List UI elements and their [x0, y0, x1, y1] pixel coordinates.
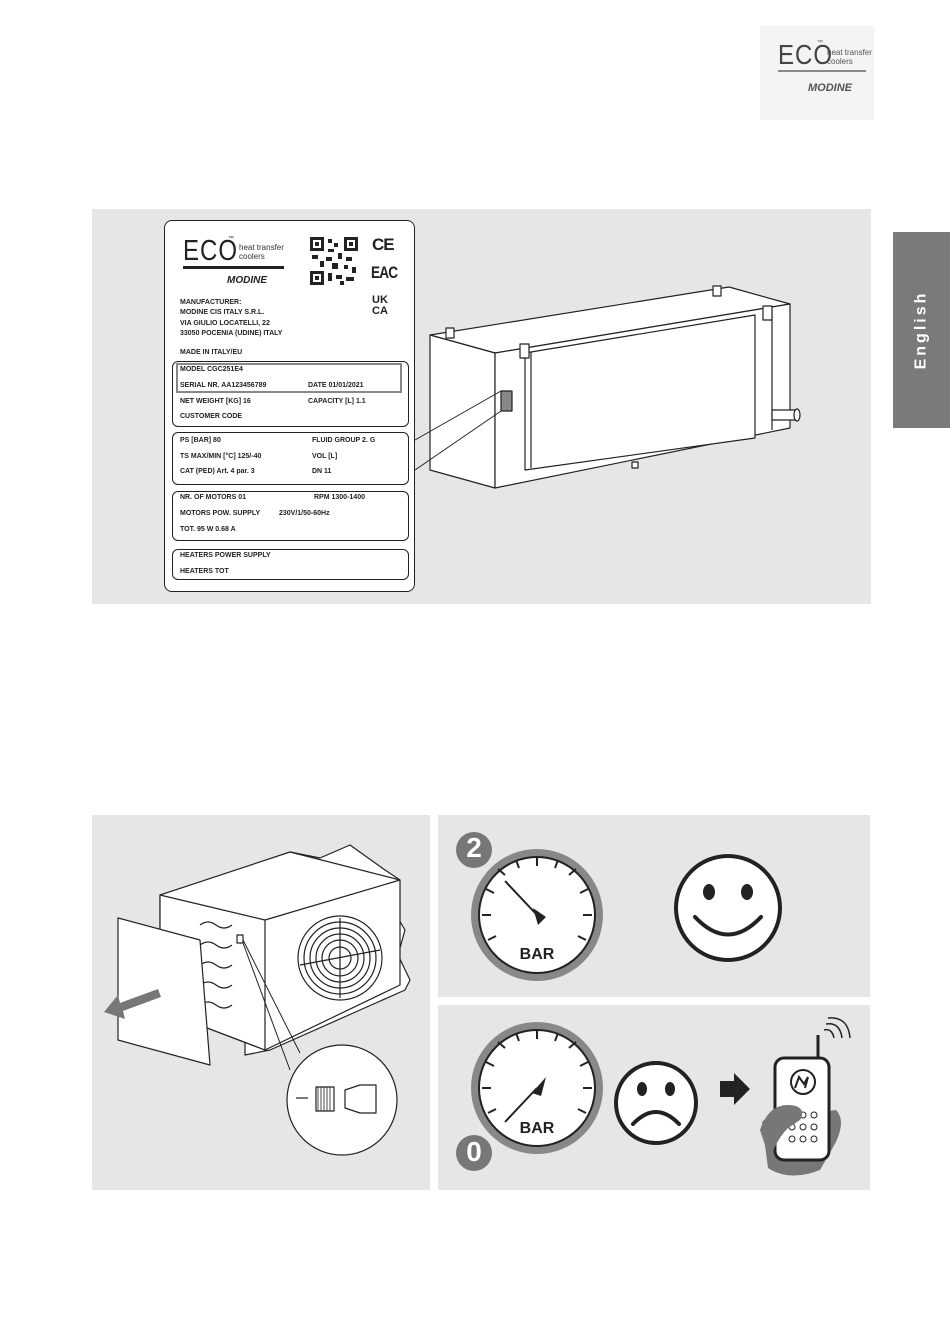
made-in: MADE IN ITALY/EU: [180, 349, 243, 356]
serial-number: SERIAL NR. AA123456789: [180, 382, 267, 389]
smiley-sad-icon: [614, 1061, 698, 1145]
manufacturer-name: MODINE CIS ITALY S.R.L.: [180, 309, 265, 316]
heaters-total: HEATERS TOT: [180, 568, 229, 575]
motor-total: TOT. 95 W 0.68 A: [180, 526, 236, 533]
step-number-two: 2: [466, 832, 482, 863]
manufacturer-address-1: VIA GIULIO LOCATELLI, 22: [180, 320, 270, 327]
customer-code: CUSTOMER CODE: [180, 413, 243, 420]
ps-bar: PS [BAR] 80: [180, 437, 221, 444]
arrow-right-icon: [720, 1073, 750, 1105]
smiley-happy-icon: [674, 854, 782, 962]
language-tab: [893, 232, 950, 428]
fluid-group: FLUID GROUP 2. G: [312, 437, 376, 444]
ts-max-min: TS MAX/MIN [°C] 125/-40: [180, 453, 262, 460]
cat-ped: CAT (PED) Art. 4 par. 3: [180, 468, 255, 475]
qr-code-icon: [310, 237, 358, 285]
motors-group: [172, 491, 409, 541]
logo-tm: ™: [817, 40, 823, 46]
motor-rpm: RPM 1300-1400: [314, 494, 365, 501]
identity-group: [172, 361, 409, 427]
pressure-group: [172, 432, 409, 485]
heaters-power-supply: HEATERS POWER SUPPLY: [180, 552, 271, 559]
dn: DN 11: [312, 468, 332, 475]
manufacturer-address-2: 33050 POCENIA (UDINE) ITALY: [180, 330, 283, 337]
motor-count: NR. OF MOTORS 01: [180, 494, 246, 501]
motor-power-supply: MOTORS POW. SUPPLY: [180, 510, 261, 517]
logo-divider: [778, 70, 866, 72]
highlight-box: [176, 363, 402, 393]
nameplate-eco-logo: ECO: [183, 235, 239, 268]
phone-call-icon: [760, 1017, 851, 1176]
model-number: MODEL CGC251E4: [180, 366, 243, 373]
nameplate-logo-divider: [183, 266, 284, 269]
heaters-group: [172, 549, 409, 580]
motor-voltage: 230V/1/50-60Hz: [279, 510, 330, 517]
step-number-zero: 0: [466, 1136, 482, 1167]
manufacturer-label: MANUFACTURER:: [180, 299, 242, 306]
nameplate-modine-logo: MODINE: [227, 275, 267, 286]
manufacture-date: DATE 01/01/2021: [308, 382, 364, 389]
logo-eco-text: ECO: [778, 40, 834, 72]
eac-mark: EAC: [371, 263, 398, 282]
capacity: CAPACITY [L] 1.1: [308, 398, 366, 405]
net-weight: NET WEIGHT [KG] 16: [180, 398, 251, 405]
nameplate-tm: ™: [228, 236, 234, 242]
gauge-bar-label-fail: BAR: [519, 1120, 555, 1137]
gauge-bar-label-ok: BAR: [519, 946, 555, 963]
logo-modine: MODINE: [808, 82, 852, 94]
volume: VOL [L]: [312, 453, 338, 460]
brand-logo: [760, 26, 874, 120]
ce-mark: CE: [372, 235, 395, 254]
